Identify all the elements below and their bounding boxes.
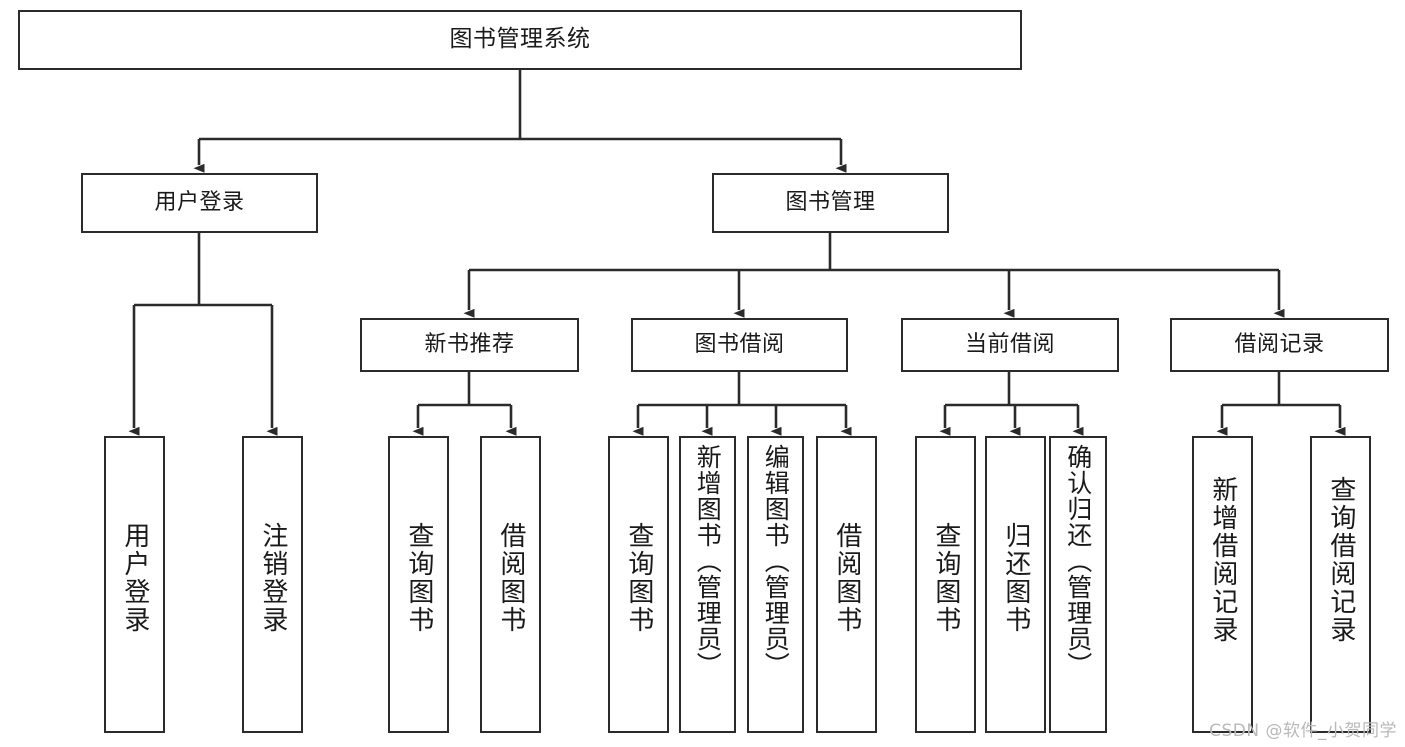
node-label: 图书借阅: [694, 331, 785, 357]
node-label: 新增借阅记录: [1207, 476, 1238, 644]
node-label: 查询图书: [930, 522, 961, 634]
csdn-watermark: CSDN @软件_小贺同学: [1209, 721, 1397, 741]
node-borrow-record[interactable]: 借阅记录: [1170, 318, 1389, 372]
leaf-query-book-current[interactable]: 查询图书: [915, 436, 976, 733]
node-label: 归还图书: [1000, 522, 1031, 634]
node-label: 借阅记录: [1234, 331, 1325, 357]
node-label: 注销登录: [257, 522, 288, 634]
node-book-borrow[interactable]: 图书借阅: [631, 318, 848, 372]
leaf-logout-login[interactable]: 注销登录: [242, 436, 303, 733]
node-label: 新增图书（管理员）: [693, 444, 723, 678]
leaf-return-book[interactable]: 归还图书: [985, 436, 1046, 733]
node-label: 查询图书: [623, 522, 654, 634]
leaf-edit-book-admin[interactable]: 编辑图书（管理员）: [747, 436, 804, 733]
leaf-add-borrow-record[interactable]: 新增借阅记录: [1192, 436, 1253, 733]
node-label: 借阅图书: [495, 522, 526, 634]
leaf-add-book-admin[interactable]: 新增图书（管理员）: [679, 436, 736, 733]
node-new-book-recommend[interactable]: 新书推荐: [360, 318, 579, 372]
node-user-login[interactable]: 用户登录: [81, 173, 318, 233]
node-label: 借阅图书: [831, 522, 862, 634]
node-label: 用户登录: [154, 189, 245, 215]
node-label: 编辑图书（管理员）: [761, 444, 791, 678]
leaf-user-login[interactable]: 用户登录: [104, 436, 165, 733]
node-label: 图书管理系统: [449, 26, 591, 53]
leaf-borrow-book-borrow[interactable]: 借阅图书: [816, 436, 877, 733]
node-current-borrow[interactable]: 当前借阅: [901, 318, 1119, 372]
node-label: 确认归还（管理员）: [1063, 444, 1093, 678]
leaf-query-borrow-record[interactable]: 查询借阅记录: [1310, 436, 1371, 733]
leaf-confirm-return-admin[interactable]: 确认归还（管理员）: [1049, 436, 1107, 733]
leaf-query-book-recommend[interactable]: 查询图书: [388, 436, 449, 733]
node-label: 查询图书: [403, 522, 434, 634]
node-label: 当前借阅: [964, 331, 1055, 357]
leaf-borrow-book-recommend[interactable]: 借阅图书: [480, 436, 541, 733]
node-root-book-management-system[interactable]: 图书管理系统: [18, 10, 1022, 70]
node-label: 图书管理: [785, 189, 876, 215]
node-label: 查询借阅记录: [1325, 476, 1356, 644]
node-label: 新书推荐: [424, 331, 515, 357]
node-label: 用户登录: [119, 522, 150, 634]
node-book-management[interactable]: 图书管理: [712, 173, 949, 233]
leaf-query-book-borrow[interactable]: 查询图书: [608, 436, 669, 733]
